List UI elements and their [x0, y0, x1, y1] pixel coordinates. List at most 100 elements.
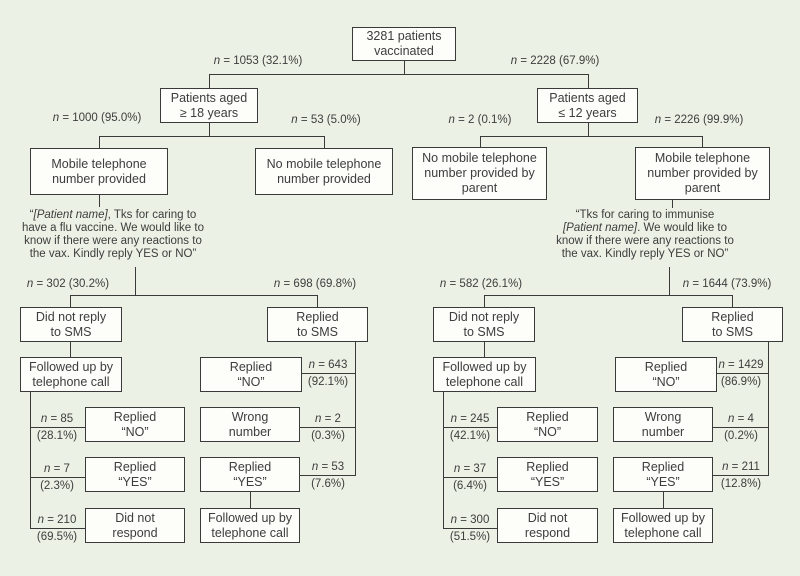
connector [70, 294, 317, 296]
connector [98, 136, 100, 148]
box-sms-replied-yes-adult: Replied “YES” [200, 457, 300, 492]
sms-patient-name: [Patient name] [33, 209, 108, 221]
connector [30, 527, 85, 529]
box-call-replied-yes-adult: Replied “YES” [85, 457, 185, 492]
n-symbol: n [448, 114, 455, 126]
count-text: = 643 [318, 359, 348, 371]
connector [208, 123, 210, 136]
count-label-wrong-adult: n = 2 [300, 412, 356, 426]
count-label-call-yes-child: n = 37 [442, 462, 498, 476]
box-call-replied-no-adult: Replied “NO” [85, 407, 185, 442]
branch-label-text: = 1644 (73.9%) [692, 278, 772, 290]
count-text: = 53 [321, 461, 345, 473]
count-text: = 37 [463, 463, 487, 475]
count-text: = 210 [47, 514, 77, 526]
connector [483, 295, 485, 307]
branch-label-no-mobile-child: n = 2 (0.1%) [418, 113, 542, 127]
box-followup-call-adult: Followed up by telephone call [20, 357, 122, 392]
count-label-call-no-child: n = 245 [442, 412, 498, 426]
n-symbol: n [40, 413, 48, 425]
connector [767, 342, 769, 476]
count-text: = 85 [50, 413, 74, 425]
sms-patient-name: [Patient name] [562, 222, 638, 234]
connector [354, 342, 356, 476]
pct-label-sms-yes-child: (12.8%) [720, 478, 762, 490]
connector [713, 426, 768, 428]
n-symbol: n [52, 112, 60, 124]
box-mobile-provided-parent: Mobile telephone number provided by pare… [635, 147, 770, 200]
branch-label-replied-adult: n = 698 (69.8%) [255, 277, 375, 291]
box-sms-followup-call-child: Followed up by telephone call [613, 508, 713, 543]
count-label-call-none-child: n = 300 [442, 513, 498, 527]
count-text: = 245 [460, 413, 490, 425]
connector [403, 61, 405, 74]
connector [717, 372, 768, 374]
connector [29, 392, 31, 529]
box-followup-call-child: Followed up by telephone call [433, 357, 536, 392]
box-call-replied-yes-child: Replied “YES” [497, 457, 598, 492]
connector [208, 74, 210, 88]
box-total-patients: 3281 patients vaccinated [352, 27, 456, 61]
box-wrong-number-child: Wrong number [613, 407, 713, 442]
connector [668, 267, 670, 295]
count-text: = 7 [53, 463, 70, 475]
connector [671, 199, 673, 208]
connector [99, 135, 324, 137]
n-symbol: n [728, 413, 735, 425]
connector [98, 195, 100, 207]
box-sms-replied-no-adult: Replied “NO” [200, 357, 302, 392]
box-no-mobile-adult: No mobile telephone number provided [255, 148, 393, 195]
count-label-sms-no-child: n = 1429 [712, 358, 770, 372]
box-mobile-provided-adult: Mobile telephone number provided [30, 148, 168, 195]
branch-label-text: = 2228 (67.9%) [520, 55, 600, 67]
connector [587, 74, 589, 88]
n-symbol: n [450, 514, 458, 526]
branch-label-adult: n = 1053 (32.1%) [196, 54, 320, 68]
connector [713, 474, 768, 476]
n-symbol: n [213, 55, 221, 67]
count-label-sms-yes-adult: n = 53 [300, 460, 356, 474]
count-text: = 300 [460, 514, 490, 526]
connector [302, 372, 355, 374]
branch-label-child: n = 2228 (67.9%) [493, 54, 617, 68]
branch-label-text: = 302 (30.2%) [36, 278, 110, 290]
count-label-call-no-adult: n = 85 [29, 412, 85, 426]
n-symbol: n [311, 461, 319, 473]
connector [323, 136, 325, 148]
n-symbol: n [26, 278, 34, 290]
connector [30, 476, 85, 478]
connector [480, 135, 702, 137]
branch-label-text: = 1053 (32.1%) [223, 55, 303, 67]
box-no-reply-sms-child: Did not reply to SMS [433, 307, 535, 342]
n-symbol: n [37, 514, 45, 526]
branch-label-no-mobile-adult: n = 53 (5.0%) [264, 113, 388, 127]
count-label-call-yes-adult: n = 7 [29, 462, 85, 476]
box-aged-18-plus: Patients aged ≥ 18 years [160, 88, 258, 123]
pct-label-wrong-adult: (0.3%) [311, 430, 345, 442]
n-symbol: n [453, 463, 461, 475]
pct-label-sms-no-adult: (92.1%) [307, 376, 349, 388]
sms-rest: , Tks for caring to have a flu vaccine. … [22, 209, 204, 260]
connector [30, 426, 85, 428]
sms-message-adult: “[Patient name], Tks for caring to have … [20, 209, 206, 261]
pct-label-call-no-adult: (28.1%) [36, 430, 78, 442]
connector [300, 474, 355, 476]
count-text: = 1429 [728, 359, 764, 371]
n-symbol: n [718, 359, 725, 371]
pct-label-call-none-adult: (69.5%) [36, 531, 78, 543]
pct-label-call-yes-child: (6.4%) [453, 480, 487, 492]
connector [443, 426, 497, 428]
box-no-mobile-parent: No mobile telephone number provided by p… [412, 147, 547, 200]
pct-label-call-yes-adult: (2.3%) [40, 480, 74, 492]
connector [442, 392, 444, 529]
n-symbol: n [44, 463, 51, 475]
connector [443, 527, 497, 529]
n-symbol: n [273, 278, 281, 290]
branch-label-no-reply-child: n = 582 (26.1%) [421, 277, 541, 291]
branch-label-text: = 53 (5.0%) [300, 114, 361, 126]
branch-label-mobile-child: n = 2226 (99.9%) [637, 113, 761, 127]
connector [484, 294, 732, 296]
pct-label-call-none-child: (51.5%) [449, 531, 491, 543]
connector [69, 295, 71, 307]
